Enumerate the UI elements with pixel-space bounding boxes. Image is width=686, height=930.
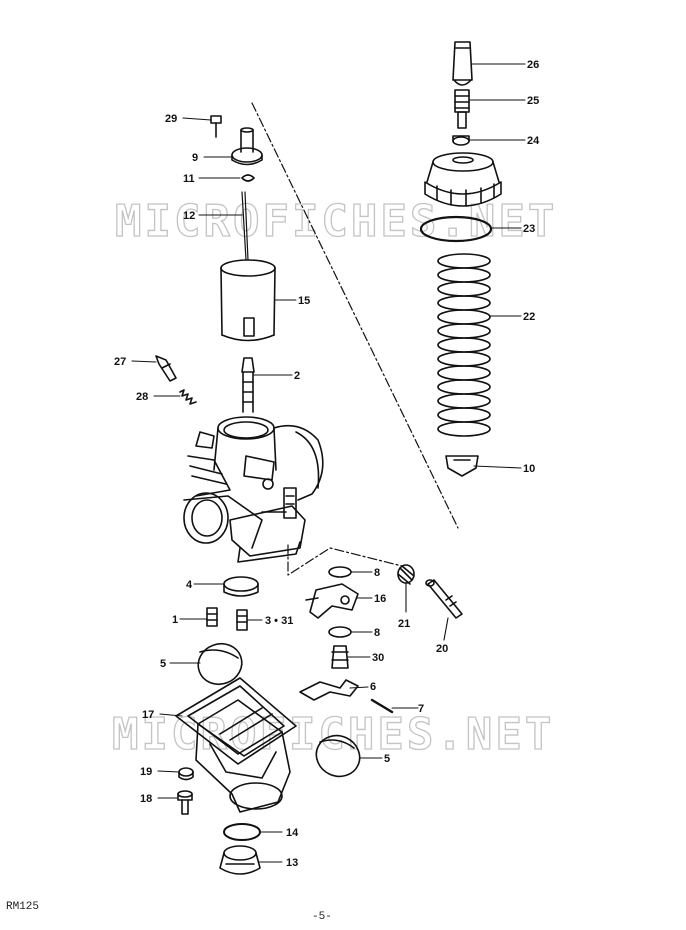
callout-10: 10 bbox=[523, 463, 535, 475]
part-19-screw bbox=[178, 767, 194, 781]
callout-8-lower: 8 bbox=[374, 627, 380, 639]
part-9-plate bbox=[231, 127, 263, 166]
part-6-float-arm bbox=[299, 679, 359, 701]
callout-2: 2 bbox=[294, 370, 300, 382]
callout-18: 18 bbox=[140, 793, 152, 805]
callout-4: 4 bbox=[186, 579, 193, 591]
callout-13: 13 bbox=[286, 857, 298, 869]
watermark-upper: MICROFICHES.NET bbox=[115, 196, 557, 247]
part-27-air-screw bbox=[155, 355, 177, 382]
part-carburetor-body bbox=[183, 416, 324, 563]
watermark-lower: MICROFICHES.NET bbox=[112, 709, 554, 760]
part-18-screw bbox=[177, 790, 193, 815]
part-2-needle-jet bbox=[241, 357, 255, 413]
callout-7: 7 bbox=[418, 703, 424, 715]
part-22-throttle-spring bbox=[437, 253, 491, 437]
part-13-drain-plug bbox=[219, 845, 261, 875]
part-20-screw bbox=[425, 579, 463, 619]
callout-19: 19 bbox=[140, 766, 152, 778]
part-10-spring-seat bbox=[445, 455, 479, 477]
callout-20: 20 bbox=[436, 643, 448, 655]
part-4-main-jet bbox=[223, 576, 259, 597]
callout-12: 12 bbox=[183, 210, 195, 222]
part-5-float-lower bbox=[315, 734, 361, 778]
part-11-clip bbox=[241, 174, 255, 182]
reference-line-lower bbox=[287, 544, 403, 576]
callout-28: 28 bbox=[136, 391, 148, 403]
callout-15: 15 bbox=[298, 295, 310, 307]
part-float-bowl bbox=[195, 699, 291, 813]
part-23-o-ring bbox=[419, 215, 493, 243]
part-28-spring bbox=[179, 389, 197, 405]
callout-16: 16 bbox=[374, 593, 386, 605]
callout-29: 29 bbox=[165, 113, 177, 125]
callout-27: 27 bbox=[114, 356, 126, 368]
part-26-adjuster-cap bbox=[452, 41, 473, 86]
part-25-adjuster-screw bbox=[454, 89, 470, 129]
callout-30: 30 bbox=[372, 652, 384, 664]
callout-22: 22 bbox=[523, 311, 535, 323]
reference-line bbox=[251, 102, 459, 529]
part-8-washer-upper bbox=[328, 566, 352, 578]
callout-labels: 26 25 24 23 22 10 29 9 11 12 15 2 27 28 … bbox=[114, 59, 540, 869]
part-24-nut bbox=[452, 135, 470, 146]
callout-14: 14 bbox=[286, 827, 299, 839]
callout-8-upper: 8 bbox=[374, 567, 380, 579]
callout-5-lower: 5 bbox=[384, 753, 390, 765]
callout-23: 23 bbox=[523, 223, 535, 235]
callout-9: 9 bbox=[192, 152, 198, 164]
part-8-washer-lower bbox=[328, 626, 352, 638]
part-21-plug bbox=[397, 564, 415, 585]
part-17-gasket bbox=[175, 677, 297, 765]
part-12-jet-needle bbox=[241, 191, 249, 261]
callout-26: 26 bbox=[527, 59, 539, 71]
part-16-bracket bbox=[305, 583, 359, 619]
callout-25: 25 bbox=[527, 95, 539, 107]
part-mixing-chamber-top bbox=[424, 152, 502, 207]
model-code: RM125 bbox=[6, 901, 40, 913]
part-30-valve-seat bbox=[331, 645, 349, 669]
page-number: -5- bbox=[312, 911, 332, 923]
part-14-o-ring bbox=[223, 823, 261, 841]
part-5-float-upper bbox=[197, 642, 243, 686]
callout-17: 17 bbox=[142, 709, 154, 721]
callout-1: 1 bbox=[172, 614, 178, 626]
callout-6: 6 bbox=[370, 681, 376, 693]
part-1-pilot-jet bbox=[206, 607, 218, 627]
part-29-screw bbox=[210, 115, 222, 138]
part-15-throttle-valve bbox=[220, 259, 276, 342]
part-3-jet bbox=[236, 609, 248, 631]
callout-21: 21 bbox=[398, 618, 410, 630]
callout-3-31: 3 • 31 bbox=[265, 615, 293, 627]
callout-5-upper: 5 bbox=[160, 658, 166, 670]
leader-lines bbox=[131, 63, 526, 863]
callout-24: 24 bbox=[527, 135, 540, 147]
callout-11: 11 bbox=[183, 173, 195, 185]
part-7-pin bbox=[370, 698, 394, 714]
